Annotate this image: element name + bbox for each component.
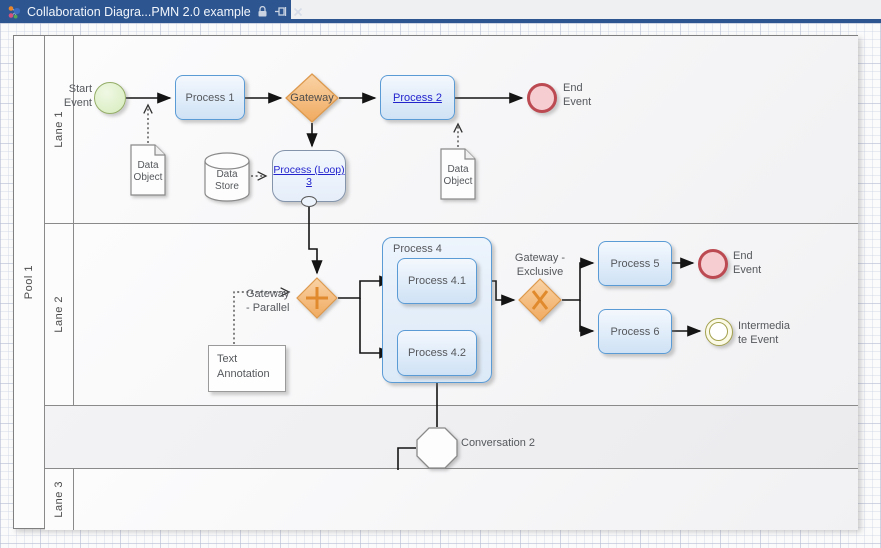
diagram-canvas[interactable]: Pool 1 Lane 1 Lane 2 Lane 3 [0,23,881,548]
data-store-label: Data Store [215,169,239,192]
flow-parallel-to-process41[interactable] [338,275,394,299]
flow-parallel-to-process42[interactable] [359,298,394,359]
data-object-2[interactable]: Data Object [440,148,476,200]
task-process-2[interactable]: Process 2 [380,75,455,120]
document-shape [440,148,476,200]
conversation-octagon [416,427,458,469]
start-event-label: Start Event [63,83,92,109]
task-process-5[interactable]: Process 5 [598,241,672,286]
gateway-exclusive-label: Gateway - Exclusive [514,252,566,278]
conversation-2-label: Conversation 2 [461,437,535,449]
gateway-exclusive[interactable] [518,278,562,322]
lane-2-label-cell[interactable]: Lane 2 [45,224,74,405]
tab-bar: Collaboration Diagra...PMN 2.0 example [0,0,881,23]
exclusive-gateway-diamond [518,278,562,322]
app-icon [7,5,21,19]
process-loop-link-line1[interactable]: Process (Loop) [273,164,345,176]
end-event-1-label: End Event [563,82,592,108]
parallel-gateway-diamond [296,277,338,319]
task-process-loop-3[interactable]: Process (Loop) 3 [272,150,346,207]
text-annotation[interactable]: Text Annotation [208,345,286,392]
task-process-4-1[interactable]: Process 4.1 [397,258,477,304]
x-marker-icon [531,290,549,310]
loop-marker-icon [301,196,317,207]
flow-processloop-to-parallel[interactable] [308,202,323,275]
intermediate-event-inner-ring [709,322,728,341]
start-event[interactable] [94,82,126,114]
tab-title: Collaboration Diagra...PMN 2.0 example [27,4,251,19]
task-process-1[interactable]: Process 1 [175,75,245,120]
data-object-1[interactable]: Data Object [130,144,166,196]
data-object-2-label: Data Object [443,164,473,187]
end-event-2-label: End Event [733,250,762,276]
gateway-parallel-label: Gateway - Parallel [246,288,290,314]
lane-3-content[interactable] [74,469,858,530]
end-event-1[interactable] [527,83,557,113]
plus-marker-icon [306,287,328,309]
data-object-1-label: Data Object [133,160,163,183]
tab-underline [0,19,881,23]
connector-layer [126,92,702,470]
pin-icon[interactable] [274,6,287,17]
lane-3: Lane 3 [45,468,858,530]
link-conversation-down[interactable] [397,447,416,470]
task-process-6[interactable]: Process 6 [598,309,672,354]
lane-1-label-cell[interactable]: Lane 1 [45,36,74,223]
cylinder-shape [204,152,250,202]
close-icon[interactable] [293,7,303,17]
assoc-annotation-to-parallel[interactable] [233,287,291,344]
task-process-4-2[interactable]: Process 4.2 [397,330,477,376]
gateway-1[interactable]: Gateway [285,73,339,123]
gateway-diamond [285,73,339,123]
data-store[interactable]: Data Store [204,152,250,202]
document-tab[interactable]: Collaboration Diagra...PMN 2.0 example [0,0,302,23]
process-loop-link-line2[interactable]: 3 [306,176,312,188]
gateway-1-label: Gateway [290,92,334,104]
process-2-link[interactable]: Process 2 [393,91,442,104]
end-event-2[interactable] [698,249,728,279]
gateway-parallel[interactable] [296,277,338,319]
document-shape [130,144,166,196]
pool-label-cell[interactable]: Pool 1 [14,36,45,528]
conversation-2[interactable] [416,427,458,469]
lane-3-label-cell[interactable]: Lane 3 [45,469,74,530]
process-4-label: Process 4 [393,243,442,255]
flow-exclusive-to-process5[interactable] [562,257,595,301]
intermediate-event-label: Intermedia te Event [738,320,790,346]
intermediate-event[interactable] [705,318,733,346]
flow-exclusive-to-process6[interactable] [579,300,595,337]
lock-icon[interactable] [257,5,268,18]
